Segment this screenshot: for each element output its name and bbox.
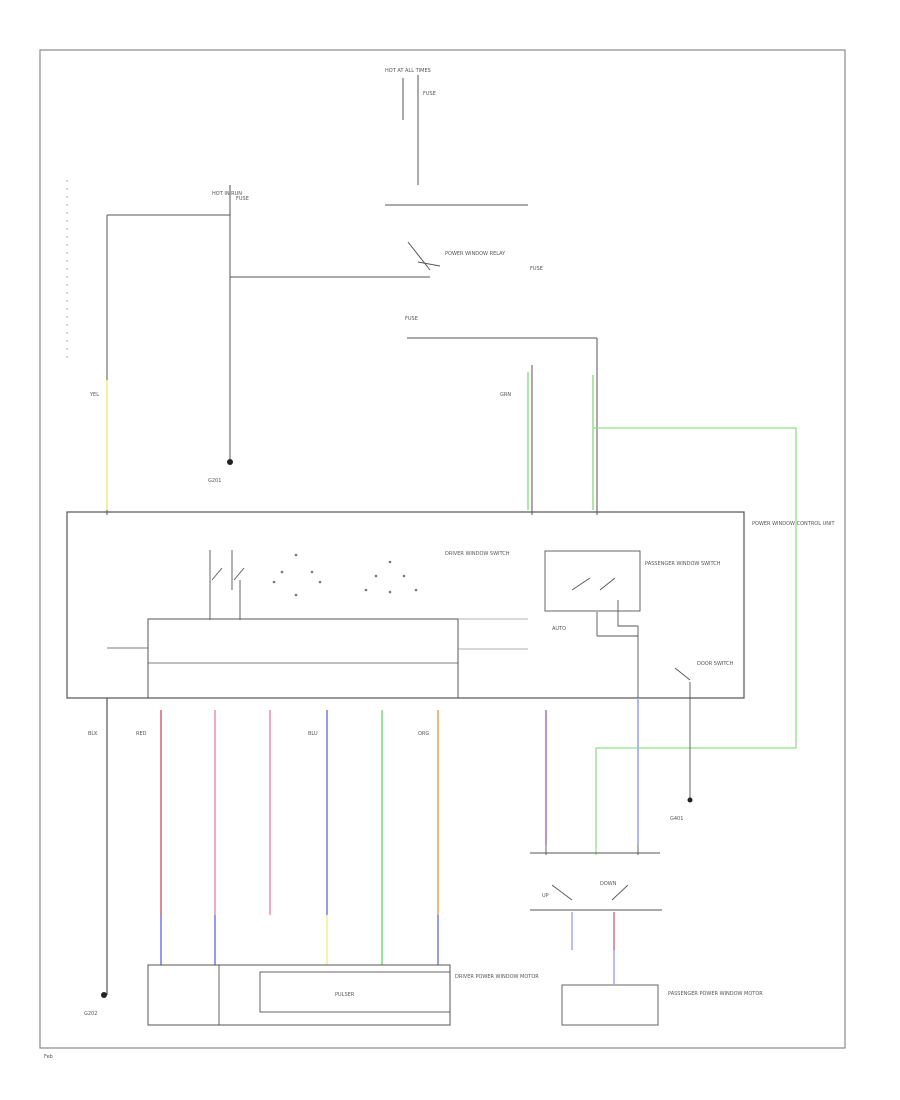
label-wire-blk: BLK (88, 731, 98, 737)
door-switch (674, 667, 691, 800)
label-up: UP (542, 893, 549, 899)
footer-label: Feb (44, 1054, 53, 1060)
label-wire-grn: GRN (500, 392, 511, 398)
label-wire-blu: BLU (308, 731, 318, 737)
diagram-frame (39, 49, 846, 1049)
label-ground-2: G202 (84, 1011, 97, 1017)
label-fuse-4: FUSE (405, 316, 418, 322)
label-door-switch: DOOR SWITCH (697, 661, 734, 667)
label-wire-yel: YEL (89, 392, 99, 398)
internal-switches (209, 550, 641, 698)
driver-motor-box (147, 964, 451, 1026)
label-power-relay: POWER WINDOW RELAY (445, 251, 506, 257)
ground-symbol (227, 459, 233, 465)
label-driver-window-switch: DRIVER WINDOW SWITCH (445, 551, 510, 557)
label-driver-motor: DRIVER POWER WINDOW MOTOR (455, 974, 539, 980)
label-wire-red: RED (136, 731, 147, 737)
label-passenger-window-switch: PASSENGER WINDOW SWITCH (645, 561, 721, 567)
label-wire-org: ORG (418, 731, 429, 737)
label-passenger-motor: PASSENGER POWER WINDOW MOTOR (668, 991, 763, 997)
pulser-box (259, 971, 451, 1013)
green-loop-wire (593, 427, 797, 855)
label-fuse-1: FUSE (423, 91, 436, 97)
label-down: DOWN (600, 881, 617, 887)
label-ground-1: G201 (208, 478, 221, 484)
control-unit-box (66, 511, 745, 699)
driver-wires (106, 698, 639, 995)
passenger-switch (530, 845, 662, 1026)
label-auto: AUTO (552, 626, 566, 632)
label-hot-all-times: HOT AT ALL TIMES (385, 68, 431, 74)
label-pulser: PULSER (335, 992, 355, 998)
label-hot-in-run: HOT IN RUN (212, 191, 242, 197)
ic-block (147, 618, 459, 699)
label-fuse-2: FUSE (236, 196, 249, 202)
internal-dots (272, 553, 418, 597)
label-power-window-unit: POWER WINDOW CONTROL UNIT (752, 521, 835, 527)
top-fuse-area (66, 75, 598, 515)
label-fuse-3: FUSE (530, 266, 543, 272)
label-ground-3: G401 (670, 816, 683, 822)
